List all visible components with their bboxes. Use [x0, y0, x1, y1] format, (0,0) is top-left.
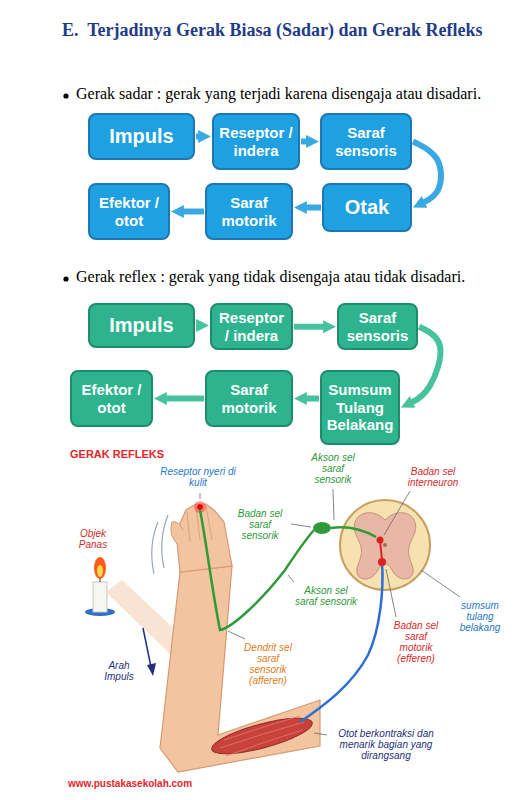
leader-line	[291, 524, 311, 527]
arm-motion-ghost	[106, 580, 182, 656]
flow-arrow	[294, 324, 327, 330]
box-label: Saraf motorik	[212, 381, 286, 416]
flow-arrow	[303, 396, 319, 402]
process-box: Saraf motorik	[205, 370, 293, 427]
flow-arrow	[196, 323, 200, 329]
annotation-label: Dendrit sel saraf sensorik (afferen)	[240, 642, 296, 686]
process-box: Reseptor / indera	[212, 113, 300, 170]
leader-line	[288, 575, 294, 582]
arm	[160, 504, 320, 772]
annotation-label: Badan sel saraf sensorik	[232, 508, 288, 541]
box-label: Saraf sensoris	[327, 124, 405, 159]
leader-line	[314, 733, 327, 735]
process-box: Efektor / otot	[88, 183, 170, 240]
impulse-arrow	[143, 628, 156, 676]
annotation-label: Otot berkontraksi dan menarik bagian yan…	[330, 728, 442, 761]
box-label: Efektor / otot	[95, 194, 163, 229]
leader-line	[200, 493, 201, 499]
leader-line	[384, 491, 410, 535]
process-box: Impuls	[88, 113, 195, 160]
annotation-label: Reseptor nyeri di kulit	[158, 466, 238, 488]
muscle-striations	[220, 716, 304, 756]
box-label: Impuls	[109, 125, 173, 149]
cord-section	[340, 500, 430, 590]
flow-arrow	[180, 209, 204, 215]
flow-arrow	[301, 139, 310, 145]
process-box: Sumsum Tulang Belakang	[320, 370, 400, 445]
interneuron-body	[377, 537, 384, 544]
process-box: Efektor / otot	[70, 370, 153, 427]
flow-arrow	[413, 142, 441, 204]
box-label: Reseptor / indera	[219, 124, 293, 159]
impulse-arrow-head	[147, 663, 156, 676]
candle	[85, 557, 115, 616]
thumb	[171, 522, 183, 545]
box-label: Efektor / otot	[77, 381, 146, 416]
bullet-text: Gerak sadar : gerak yang terjadi karena …	[76, 85, 481, 103]
section-title: E. Terjadinya Gerak Biasa (Sadar) dan Ge…	[62, 20, 483, 41]
leader-line	[333, 489, 334, 520]
watermark: www.pustakasekolah.com	[68, 778, 192, 789]
annotation-label: Badan sel saraf motorik (efferen)	[390, 620, 442, 664]
central-canal	[383, 543, 387, 547]
box-label: Saraf motorik	[212, 194, 286, 229]
box-label: Reseptor / indera	[217, 309, 286, 344]
motor-cell-body	[378, 558, 386, 566]
process-box: Otak	[322, 183, 412, 232]
impulse-arrow-shaft	[143, 628, 151, 667]
process-box: Saraf motorik	[205, 183, 293, 240]
bullet-dot	[63, 93, 68, 98]
spinal-cord	[340, 500, 430, 590]
annotation-label: Badan sel interneuron	[400, 466, 466, 488]
annotation-label: Akson sel saraf sensorik	[292, 585, 360, 607]
flame	[94, 557, 106, 579]
bullet-text: Gerak reflex : gerak yang tidak disengaj…	[76, 268, 465, 286]
box-label: Sumsum Tulang Belakang	[327, 381, 394, 434]
flow-arrow	[163, 396, 204, 402]
motion-lines	[152, 515, 168, 574]
process-box: Reseptor / indera	[210, 303, 293, 350]
box-label: Saraf sensoris	[344, 309, 411, 344]
muscle-belly	[209, 711, 316, 761]
gray-matter	[354, 513, 416, 579]
annotation-label: Akson sel saraf sensorik	[304, 452, 362, 485]
process-box: Saraf sensoris	[320, 113, 412, 170]
flow-arrow	[196, 134, 202, 140]
bullet-dot	[63, 276, 68, 281]
box-label: Impuls	[109, 314, 173, 338]
pain-receptor	[197, 504, 203, 510]
candle-body	[93, 582, 107, 612]
process-box: Saraf sensoris	[337, 303, 418, 350]
process-box: Impuls	[88, 303, 195, 348]
flow-arrow	[303, 205, 321, 211]
muscle	[209, 711, 316, 761]
leader-line	[421, 570, 460, 597]
annotation-label: Objek Panas	[70, 528, 116, 550]
figure-title: GERAK REFLEKS	[70, 448, 164, 460]
annotation-label: sumsum tulang belakang	[455, 600, 505, 633]
box-label: Otak	[345, 196, 389, 220]
leader-line	[228, 631, 245, 639]
leader-lines	[200, 489, 460, 735]
sensory-axon	[331, 527, 376, 537]
annotation-label: Arah Impuls	[98, 660, 140, 682]
sensory-ganglion	[313, 522, 331, 534]
leader-line	[386, 569, 396, 617]
flame-core	[97, 565, 103, 577]
